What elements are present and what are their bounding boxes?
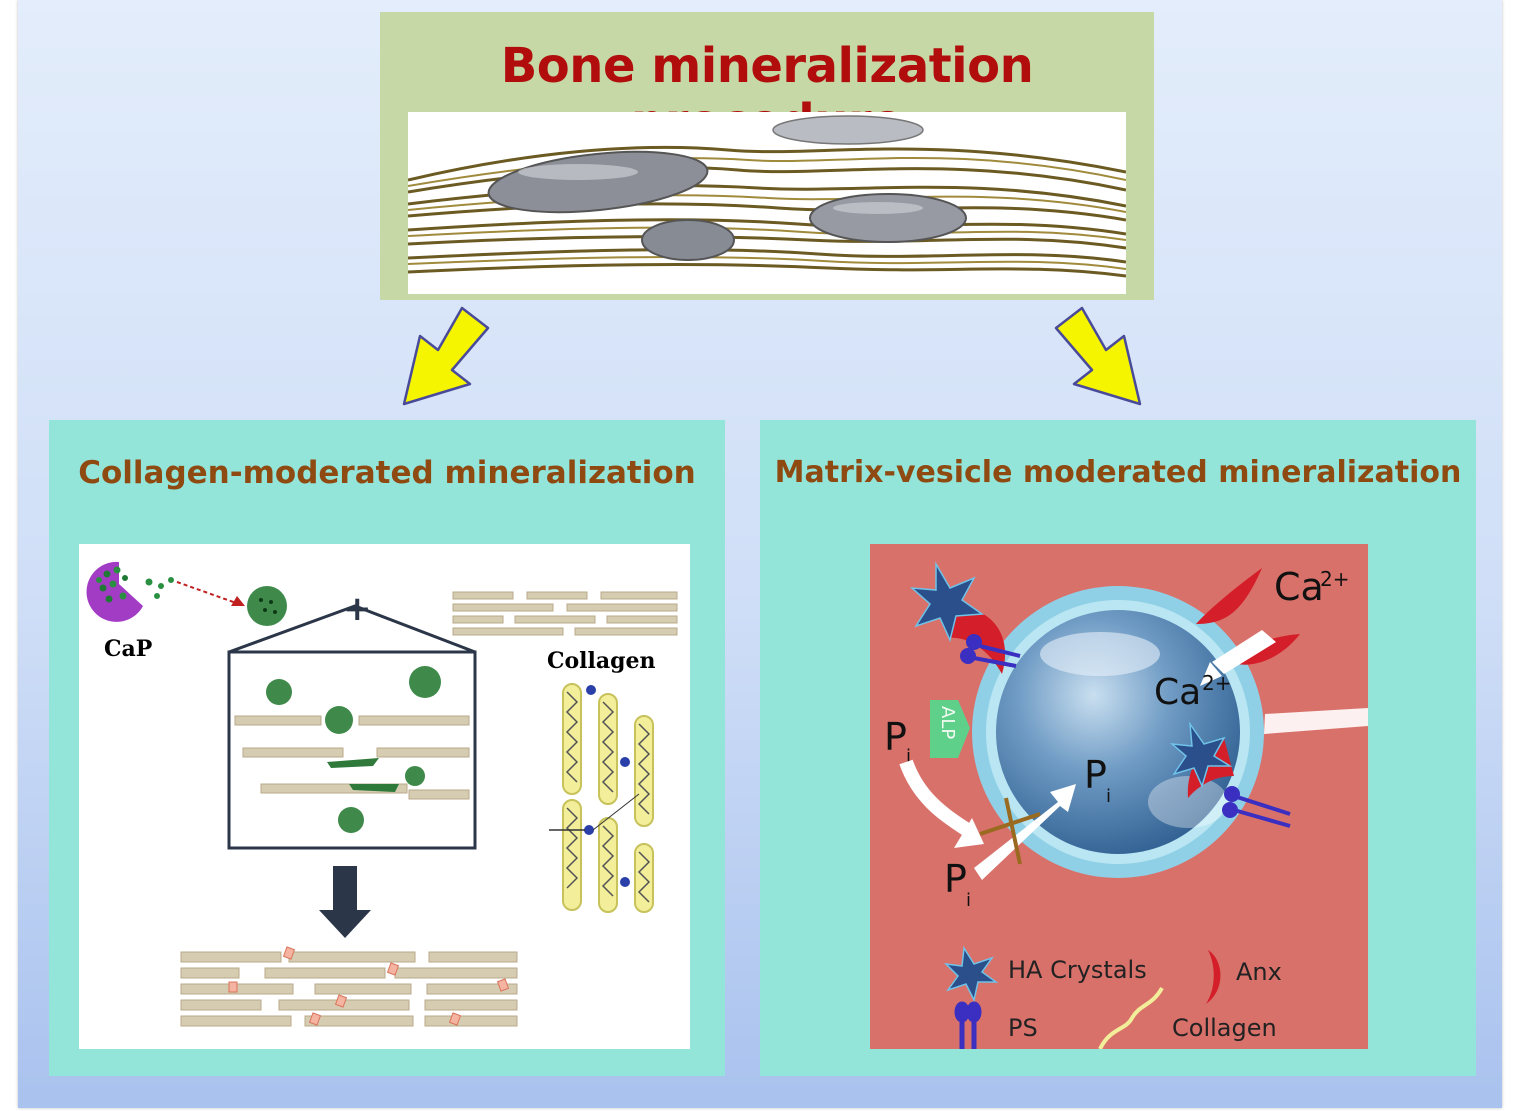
ca-inner-label: Ca (1154, 672, 1201, 713)
legend-anx-icon (1206, 950, 1221, 1004)
legend-anx-label: Anx (1236, 958, 1282, 986)
cell-2 (772, 115, 924, 145)
cap-label: CaP (104, 636, 152, 662)
pi-bottom-label: P (944, 857, 967, 901)
cap-cluster (247, 586, 287, 626)
arrow-left-icon (402, 306, 490, 406)
legend-collagen-label: Collagen (1172, 1014, 1277, 1042)
legend-collagen-icon (1098, 986, 1164, 1049)
alp-enzyme (930, 700, 970, 758)
ha-crystal-icon (909, 561, 985, 643)
bone-fibers-illustration (407, 112, 1127, 294)
cell-4 (641, 219, 735, 261)
collagen-label: Collagen (547, 648, 656, 674)
arrow-right-icon (1054, 306, 1142, 406)
diagram-canvas: Bone mineralization procedure (18, 0, 1502, 1108)
collagen-illustration: CaP + (79, 544, 690, 1049)
pi-bottom-sub: i (966, 890, 971, 911)
cell-1 (487, 150, 709, 214)
cell-3 (809, 193, 967, 243)
pi-left-label: P (884, 715, 907, 759)
legend-ps-icon (954, 1001, 982, 1049)
matrix-vesicle-illustration: Ca 2+ Ca 2+ ALP P i P i P i (870, 544, 1368, 1049)
ca-outer-label: Ca (1274, 565, 1324, 609)
alp-label: ALP (937, 706, 958, 739)
plus-icon: + (343, 589, 372, 629)
pi-left-sub: i (906, 746, 911, 767)
cap-particle-icon (86, 561, 174, 622)
legend-ha-icon (943, 945, 999, 1003)
collagen-panel-title: Collagen-moderated mineralization (78, 455, 696, 491)
legend-ha-label: HA Crystals (1008, 956, 1147, 984)
ca-inner-sup: 2+ (1202, 671, 1231, 695)
pi-inner-sub: i (1106, 786, 1111, 807)
ca-outer-sup: 2+ (1320, 567, 1349, 591)
pi-inner-label: P (1084, 753, 1107, 797)
legend-ps-label: PS (1008, 1014, 1038, 1042)
matrix-vesicle-panel-title: Matrix-vesicle moderated mineralization (774, 455, 1462, 490)
top-box: Bone mineralization procedure (380, 12, 1154, 300)
matrix-vesicle-panel: Matrix-vesicle moderated mineralization (760, 420, 1476, 1076)
collagen-panel: Collagen-moderated mineralization (49, 420, 725, 1076)
